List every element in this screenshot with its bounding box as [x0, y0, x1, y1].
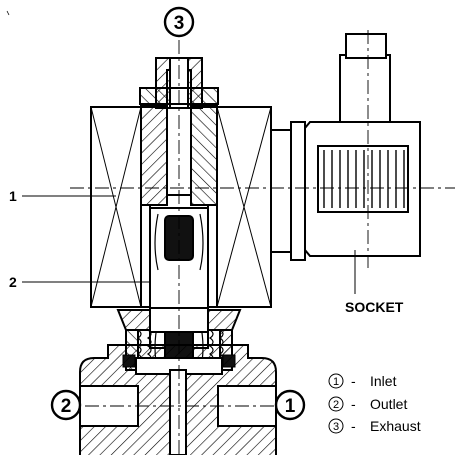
port-exhaust-marker: 3	[163, 6, 195, 38]
svg-text:Outlet: Outlet	[370, 396, 407, 412]
legend-item-exhaust: 3 - Exhaust	[328, 418, 421, 434]
socket-connector	[270, 33, 421, 261]
svg-text:2: 2	[61, 396, 72, 417]
coil-callout-number: 1	[9, 188, 17, 204]
socket-label: SOCKET	[345, 299, 404, 315]
corner-mark	[6, 10, 10, 16]
svg-text:-: -	[351, 396, 356, 412]
svg-text:Exhaust: Exhaust	[370, 418, 421, 434]
port-outlet-marker: 2	[50, 389, 82, 421]
svg-text:1: 1	[333, 376, 339, 388]
callout-leaders	[22, 195, 356, 294]
svg-text:Inlet: Inlet	[370, 373, 397, 389]
valve-body	[79, 344, 277, 455]
svg-text:-: -	[351, 418, 356, 434]
armature-callout-number: 2	[9, 274, 17, 290]
svg-text:3: 3	[333, 421, 339, 433]
socket-ribs	[323, 150, 405, 208]
svg-text:1: 1	[285, 396, 296, 417]
center-lines	[60, 30, 455, 455]
svg-text:3: 3	[174, 13, 185, 34]
legend-item-inlet: 1 - Inlet	[328, 373, 397, 389]
legend: 1 - Inlet 2 - Outlet 3 - Exhaust	[328, 373, 421, 434]
port-inlet-marker: 1	[274, 389, 306, 421]
legend-item-outlet: 2 - Outlet	[328, 396, 407, 412]
svg-text:2: 2	[333, 399, 339, 411]
svg-text:-: -	[351, 373, 356, 389]
